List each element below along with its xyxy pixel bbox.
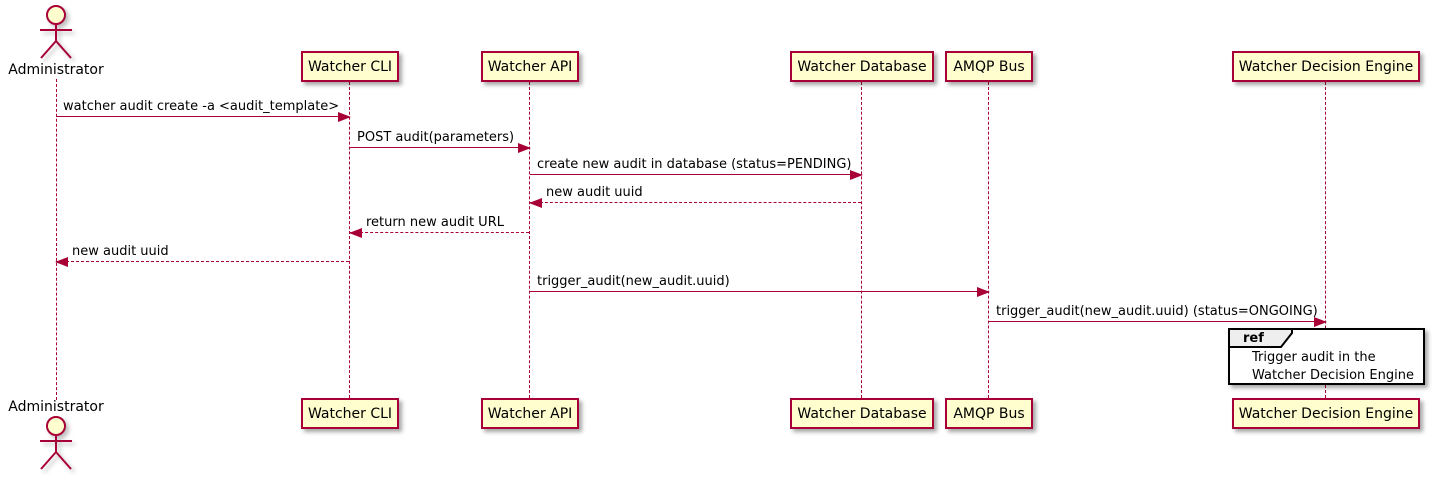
ref-text-line-2: Watcher Decision Engine bbox=[1252, 368, 1414, 383]
arrow-head-icon bbox=[338, 112, 351, 122]
message-audit-create: watcher audit create -a <audit_template> bbox=[56, 97, 351, 122]
participant-watcher-database-top: Watcher Database bbox=[790, 51, 934, 82]
participant-watcher-api-top: Watcher API bbox=[481, 51, 579, 82]
message-post-audit: POST audit(parameters) bbox=[350, 128, 531, 153]
message-create-audit-db: create new audit in database (status=PEN… bbox=[530, 155, 863, 180]
message-label: create new audit in database (status=PEN… bbox=[537, 157, 852, 172]
message-line bbox=[989, 321, 1325, 322]
lifeline-watcher-decision-engine bbox=[1325, 82, 1326, 398]
lifeline-amqp-bus bbox=[988, 82, 989, 398]
actor-label-top: Administrator bbox=[8, 62, 104, 78]
ref-header-pentagon-icon bbox=[1228, 328, 1293, 348]
message-label: trigger_audit(new_audit.uuid) bbox=[537, 274, 730, 289]
message-new-audit-uuid-return-cli: new audit uuid bbox=[55, 242, 350, 267]
message-line bbox=[350, 232, 529, 233]
participant-watcher-cli-bottom: Watcher CLI bbox=[301, 398, 399, 429]
arrow-head-icon bbox=[1314, 317, 1327, 327]
message-return-audit-url: return new audit URL bbox=[349, 213, 530, 238]
ref-keyword: ref bbox=[1243, 331, 1264, 346]
participant-watcher-api-bottom: Watcher API bbox=[481, 398, 579, 429]
arrow-head-icon bbox=[518, 143, 531, 153]
message-trigger-audit: trigger_audit(new_audit.uuid) bbox=[530, 272, 990, 297]
message-line bbox=[56, 261, 349, 262]
ref-text-line-1: Trigger audit in the bbox=[1252, 350, 1376, 365]
message-label: POST audit(parameters) bbox=[357, 130, 515, 145]
message-label: new audit uuid bbox=[546, 185, 643, 200]
arrow-head-icon bbox=[55, 257, 68, 267]
lifeline-administrator bbox=[56, 79, 57, 400]
participant-amqp-bus-bottom: AMQP Bus bbox=[945, 398, 1033, 429]
lifeline-watcher-database bbox=[861, 82, 862, 398]
ref-fragment: ref Trigger audit in the Watcher Decisio… bbox=[1228, 328, 1425, 385]
message-label: new audit uuid bbox=[72, 244, 169, 259]
message-line bbox=[530, 202, 861, 203]
actor-icon bbox=[40, 416, 72, 470]
actor-icon bbox=[40, 5, 72, 59]
arrow-head-icon bbox=[349, 228, 362, 238]
message-line bbox=[530, 174, 861, 175]
participant-amqp-bus-top: AMQP Bus bbox=[945, 51, 1033, 82]
participant-watcher-decision-engine-top: Watcher Decision Engine bbox=[1232, 51, 1420, 82]
message-trigger-audit-ongoing: trigger_audit(new_audit.uuid) (status=ON… bbox=[989, 302, 1327, 327]
message-line bbox=[56, 116, 349, 117]
arrow-head-icon bbox=[529, 198, 542, 208]
arrow-head-icon bbox=[977, 287, 990, 297]
message-label: return new audit URL bbox=[366, 215, 504, 230]
message-new-audit-uuid-return-db: new audit uuid bbox=[529, 183, 862, 208]
arrow-head-icon bbox=[850, 170, 863, 180]
participant-watcher-database-bottom: Watcher Database bbox=[790, 398, 934, 429]
ref-text: Trigger audit in the Watcher Decision En… bbox=[1252, 349, 1414, 385]
participant-watcher-cli-top: Watcher CLI bbox=[301, 51, 399, 82]
message-label: watcher audit create -a <audit_template> bbox=[63, 99, 340, 114]
lifeline-watcher-cli bbox=[349, 82, 350, 398]
message-label: trigger_audit(new_audit.uuid) (status=ON… bbox=[996, 304, 1318, 319]
message-line bbox=[530, 291, 988, 292]
lifeline-watcher-api bbox=[529, 82, 530, 398]
participant-watcher-decision-engine-bottom: Watcher Decision Engine bbox=[1232, 398, 1420, 429]
message-line bbox=[350, 147, 529, 148]
actor-label-bottom: Administrator bbox=[8, 399, 104, 415]
